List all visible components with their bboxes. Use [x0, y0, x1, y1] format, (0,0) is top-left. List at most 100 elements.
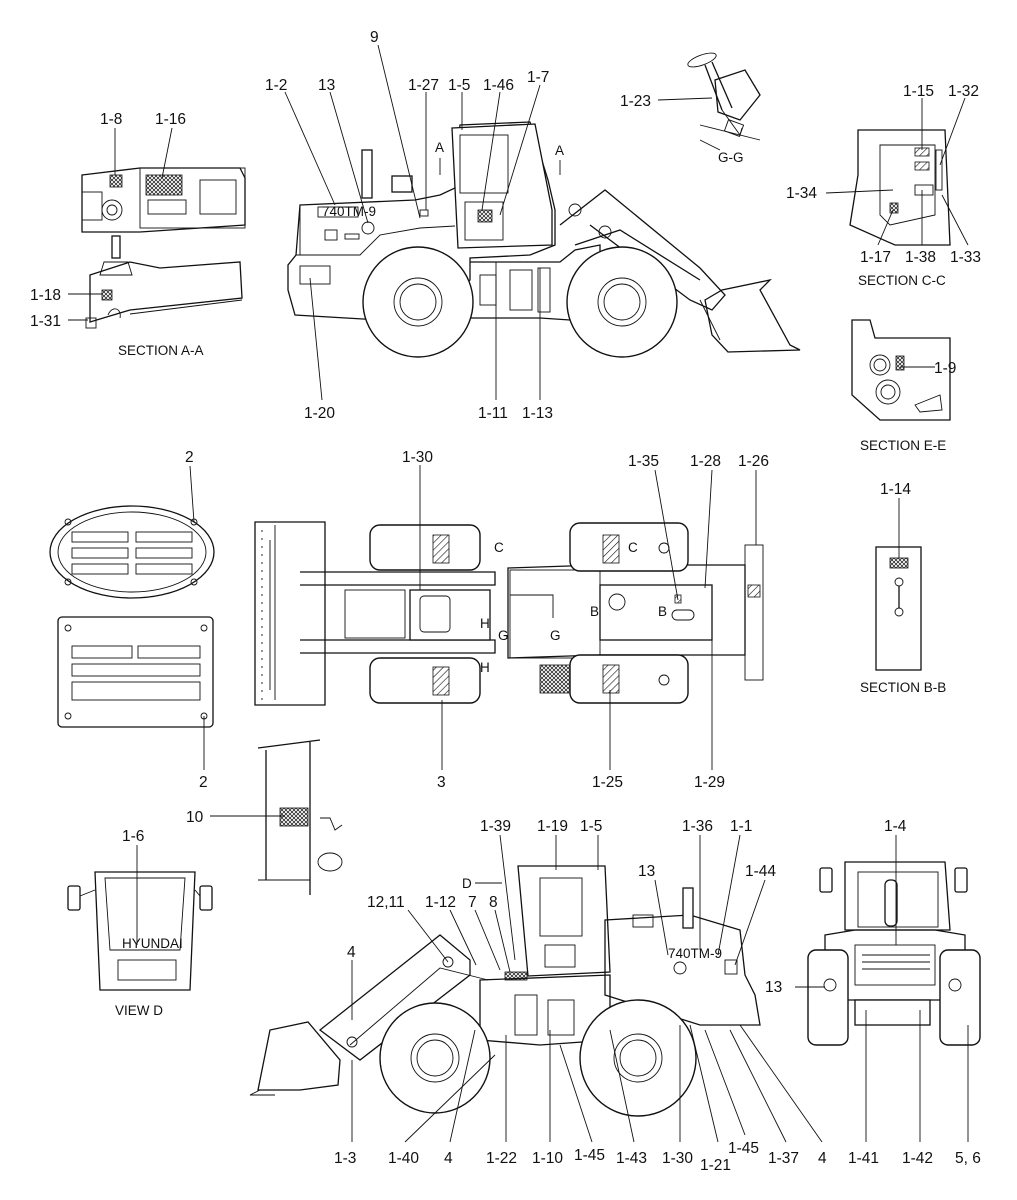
- svg-text:HYUNDAI: HYUNDAI: [122, 936, 183, 951]
- callout-1-39: 1-39: [480, 818, 511, 835]
- callout-12-11: 12,11: [367, 894, 405, 911]
- callout-1-45-a: 1-45: [574, 1147, 605, 1164]
- callout-1-41: 1-41: [848, 1150, 879, 1167]
- callout-1-4: 1-4: [884, 818, 907, 835]
- callout-1-10: 1-10: [532, 1150, 563, 1167]
- callout-1-13: 1-13: [522, 405, 553, 422]
- callout-1-17: 1-17: [860, 249, 891, 266]
- callout-1-8: 1-8: [100, 111, 122, 128]
- callout-4-low1: 4: [444, 1150, 453, 1167]
- callout-1-26: 1-26: [738, 453, 769, 470]
- section-mark-c-1: C: [494, 540, 504, 555]
- callout-1-30-bot: 1-30: [662, 1150, 693, 1167]
- callout-8: 8: [489, 894, 498, 911]
- callout-1-27: 1-27: [408, 77, 439, 94]
- callout-9-top: 9: [370, 29, 379, 46]
- callout-1-42: 1-42: [902, 1150, 933, 1167]
- view-g-g-steering-column: G-G: [687, 52, 761, 165]
- view-d: HYUNDAI VIEW D: [67, 871, 213, 1018]
- section-mark-h-1: H: [480, 616, 490, 631]
- callout-1-14: 1-14: [880, 481, 911, 498]
- callout-1-31: 1-31: [30, 313, 61, 330]
- callout-1-36: 1-36: [682, 818, 713, 835]
- callout-1-21: 1-21: [700, 1157, 731, 1174]
- callout-1-46: 1-46: [483, 77, 514, 94]
- section-e-e: SECTION E-E: [851, 319, 951, 453]
- svg-text:740TM-9: 740TM-9: [322, 204, 376, 219]
- section-mark-b-1: B: [590, 604, 599, 619]
- callout-10: 10: [186, 809, 204, 826]
- callout-1-16: 1-16: [155, 111, 186, 128]
- callout-1-15: 1-15: [903, 83, 934, 100]
- callout-1-32: 1-32: [948, 83, 979, 100]
- callout-1-33: 1-33: [950, 249, 981, 266]
- caption-section-a-a: SECTION A-A: [118, 343, 204, 358]
- section-c-c: SECTION C-C: [849, 129, 951, 288]
- leader-lines: [68, 44, 969, 1143]
- callout-1-3: 1-3: [334, 1150, 356, 1167]
- callout-1-30-top: 1-30: [402, 449, 433, 466]
- callout-1-40: 1-40: [388, 1150, 419, 1167]
- callout-13-rear: 13: [765, 979, 782, 996]
- callout-1-35: 1-35: [628, 453, 659, 470]
- callout-1-23: 1-23: [620, 93, 651, 110]
- section-mark-a-1: A: [435, 140, 444, 155]
- caption-g-g: G-G: [718, 150, 744, 165]
- callout-1-18: 1-18: [30, 287, 61, 304]
- callout-1-2: 1-2: [265, 77, 287, 94]
- loader-rear-view: [807, 861, 981, 1046]
- callout-1-19: 1-19: [537, 818, 568, 835]
- callout-7: 7: [468, 894, 477, 911]
- callout-13-top: 13: [318, 77, 335, 94]
- caption-section-b-b: SECTION B-B: [860, 680, 946, 695]
- loader-side-view-right: 740TM-9 A A: [287, 121, 801, 358]
- callout-4-upper: 4: [347, 944, 356, 961]
- callout-1-43: 1-43: [616, 1150, 647, 1167]
- callout-1-22: 1-22: [486, 1150, 517, 1167]
- callout-2-top: 2: [185, 449, 194, 466]
- oval-nameplate: [49, 505, 215, 599]
- caption-section-e-e: SECTION E-E: [860, 438, 946, 453]
- callout-1-44: 1-44: [745, 863, 776, 880]
- section-mark-a-2: A: [555, 143, 564, 158]
- caption-section-c-c: SECTION C-C: [858, 273, 946, 288]
- callout-1-45-b: 1-45: [728, 1140, 759, 1157]
- callout-1-7: 1-7: [527, 69, 549, 86]
- callout-1-5-bot: 1-5: [580, 818, 602, 835]
- callout-3: 3: [437, 774, 446, 791]
- loader-side-view-left: 740TM-9 D: [249, 865, 761, 1117]
- callout-1-34: 1-34: [786, 185, 817, 202]
- callout-1-5-top: 1-5: [448, 77, 470, 94]
- callout-1-20: 1-20: [304, 405, 335, 422]
- callout-1-37: 1-37: [768, 1150, 799, 1167]
- callout-1-9: 1-9: [934, 360, 956, 377]
- callout-2-bot: 2: [199, 774, 208, 791]
- callout-labels: 9 1-2 13 1-27 1-5 1-46 1-7 1-23 1-15 1-3…: [30, 29, 981, 1174]
- callout-1-38: 1-38: [905, 249, 936, 266]
- callout-13-mid: 13: [638, 863, 655, 880]
- section-b-b: SECTION B-B: [860, 546, 946, 695]
- post-detail: [257, 739, 343, 895]
- callout-1-11: 1-11: [478, 405, 508, 422]
- section-mark-g-2: G: [550, 628, 561, 643]
- section-mark-d: D: [462, 876, 472, 891]
- callout-1-6: 1-6: [122, 828, 144, 845]
- section-a-a: SECTION A-A: [81, 167, 246, 358]
- callout-1-29: 1-29: [694, 774, 725, 791]
- callout-1-25: 1-25: [592, 774, 623, 791]
- rectangular-nameplate: [57, 616, 214, 728]
- svg-text:740TM-9: 740TM-9: [668, 946, 722, 961]
- callout-5-6: 5, 6: [955, 1150, 981, 1167]
- section-mark-g-1: G: [498, 628, 509, 643]
- callout-1-1: 1-1: [730, 818, 752, 835]
- caption-view-d: VIEW D: [115, 1003, 163, 1018]
- callout-1-12: 1-12: [425, 894, 456, 911]
- callout-1-28: 1-28: [690, 453, 721, 470]
- callout-4-low2: 4: [818, 1150, 827, 1167]
- section-mark-h-2: H: [480, 660, 490, 675]
- loader-top-view: C C B B G G H H: [254, 521, 764, 706]
- section-mark-c-2: C: [628, 540, 638, 555]
- section-mark-b-2: B: [658, 604, 667, 619]
